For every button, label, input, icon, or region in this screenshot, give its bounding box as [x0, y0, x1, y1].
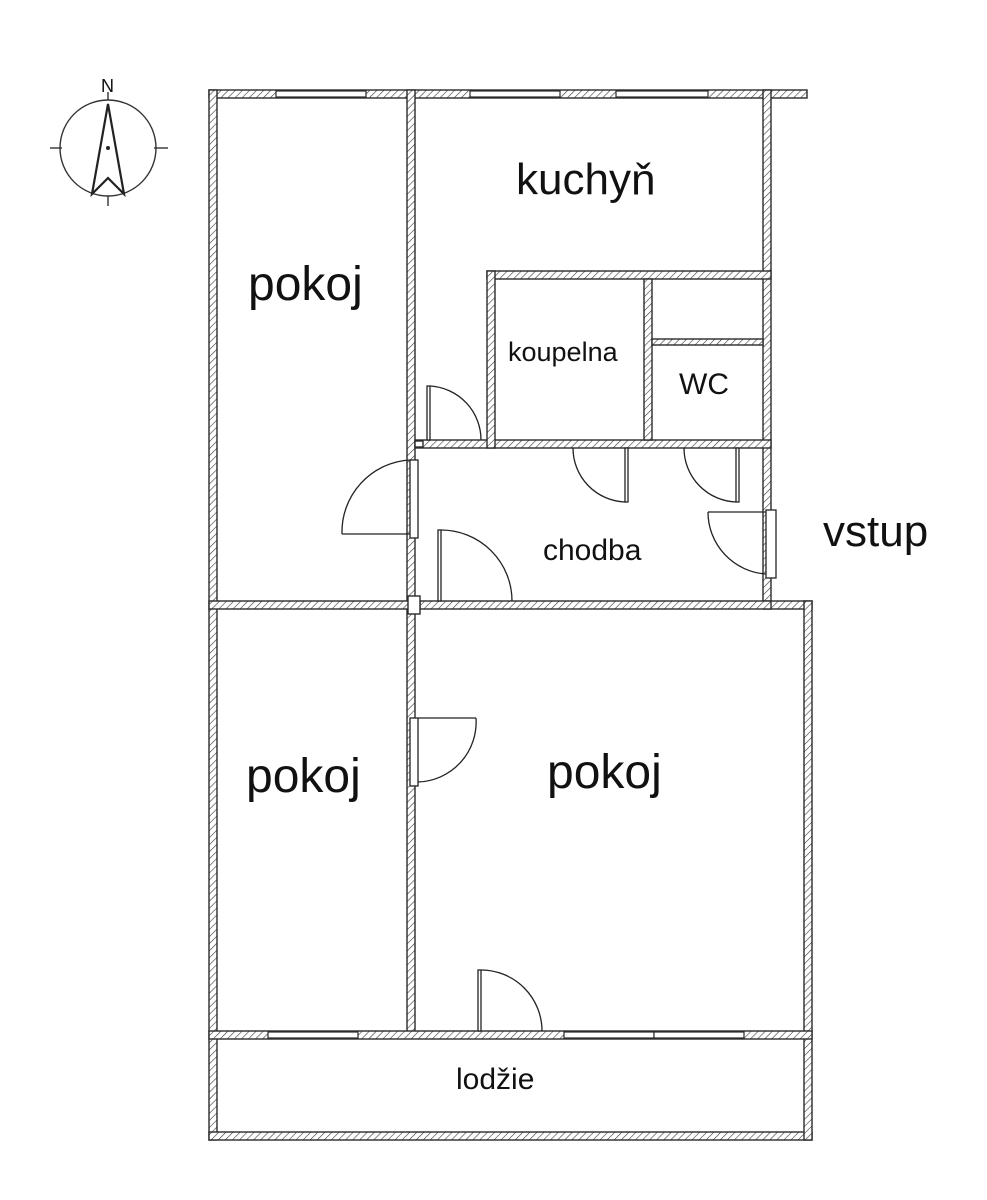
room-label-bottom-right: pokoj [547, 746, 662, 799]
door-entrance [707, 509, 777, 579]
entrance-label: vstup [823, 507, 928, 556]
room-label-wc: WC [679, 368, 729, 401]
door-bathroom [572, 447, 629, 503]
door-room-bottom-left [409, 717, 477, 787]
walls [208, 89, 813, 1141]
door-room-top-left [341, 459, 419, 539]
door-room-bottom-right [437, 529, 513, 602]
door-wc [683, 447, 740, 503]
windows [267, 90, 745, 1039]
north-label: N [101, 76, 114, 96]
room-label-hallway: chodba [543, 534, 642, 567]
compass: N [50, 76, 168, 206]
wall-openings [407, 440, 424, 615]
door-loggia [477, 969, 543, 1032]
north-arrow-icon [50, 92, 168, 206]
doors [341, 385, 777, 1032]
room-label-top-left: pokoj [248, 258, 363, 311]
room-label-bathroom: koupelna [508, 337, 619, 367]
room-label-kitchen: kuchyň [516, 155, 655, 204]
door-kitchen [426, 385, 482, 441]
room-label-loggia: lodžie [456, 1063, 534, 1096]
room-label-bottom-left: pokoj [246, 750, 361, 803]
